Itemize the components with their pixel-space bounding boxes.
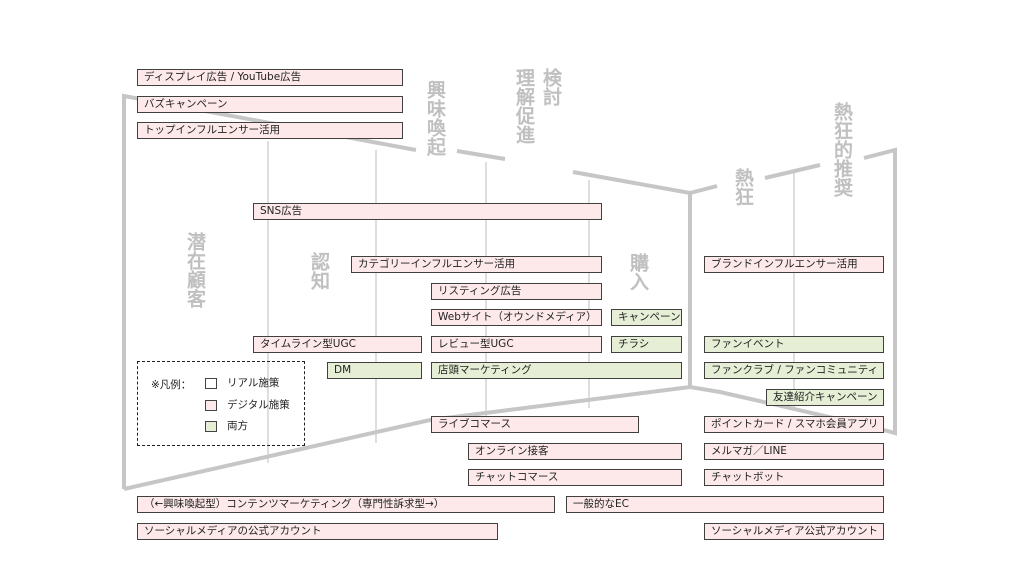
tactic-dm: DM [327, 362, 422, 379]
stage-label-interest: 興味喚起 [424, 80, 446, 156]
tactic-newsletter-line: メルマガ／LINE [704, 443, 884, 460]
legend-item-both: 両方 [205, 420, 248, 434]
tactic-chatbot: チャットボット [704, 469, 884, 486]
tactic-point-card-member-app: ポイントカード / スマホ会員アプリ [704, 416, 884, 433]
tactic-top-influencer: トップインフルエンサー活用 [137, 122, 403, 139]
tactic-social-media-account-loyalty: ソーシャルメディア公式アカウント [704, 523, 884, 540]
tactic-live-commerce: ライブコマース [431, 416, 639, 433]
funnel-top-segment-4 [764, 163, 821, 180]
tactic-listing-ads: リスティング広告 [431, 283, 602, 300]
tactic-chat-commerce: チャットコマース [468, 469, 682, 486]
tactic-brand-influencer: ブランドインフルエンサー活用 [704, 256, 884, 273]
legend-item-digital: デジタル施策 [205, 399, 290, 413]
legend-title: ※凡例： [151, 379, 192, 391]
tactic-campaign: キャンペーン [611, 309, 682, 326]
legend-label: デジタル施策 [227, 399, 290, 411]
tactic-fan-event: ファンイベント [704, 336, 884, 353]
tactic-referral-campaign: 友達紹介キャンペーン [766, 389, 884, 406]
tactic-in-store-marketing: 店頭マーケティング [431, 362, 682, 379]
funnel-top-segment-2 [456, 149, 506, 161]
tactic-general-ec: 一般的なEC [566, 496, 884, 513]
tactic-content-marketing: （←興味喚起型）コンテンツマーケティング（専門性訴求型→） [137, 496, 555, 513]
legend-swatch-digital [205, 399, 217, 411]
legend: ※凡例： リアル施策 デジタル施策 両方 [137, 361, 305, 446]
tactic-review-ugc: レビュー型UGC [431, 336, 602, 353]
tactic-buzz-campaign: バズキャンペーン [137, 96, 403, 113]
stage-label-purchase: 購入 [627, 253, 649, 291]
legend-label: 両方 [227, 420, 248, 432]
tactic-display-youtube-ads: ディスプレイ広告 / YouTube広告 [137, 69, 403, 86]
tactic-social-media-official-account: ソーシャルメディアの公式アカウント [137, 523, 498, 540]
tactic-category-influencer: カテゴリーインフルエンサー活用 [351, 256, 602, 273]
funnel-top-segment-3 [572, 170, 718, 196]
legend-item-real: リアル施策 [205, 377, 279, 391]
stage-label-enthusiasm: 熱狂 [732, 168, 754, 206]
tactic-sns-ads: SNS広告 [253, 203, 602, 220]
tactic-online-customer-service: オンライン接客 [468, 443, 682, 460]
stage-label-latent: 潜在顧客 [184, 232, 206, 308]
tactic-website-owned-media: Webサイト（オウンドメディア） [431, 309, 602, 326]
stage-label-understanding: 理解促進 [513, 68, 535, 144]
legend-label: リアル施策 [227, 377, 280, 389]
tactic-timeline-ugc: タイムライン型UGC [253, 336, 422, 353]
tactic-flyer: チラシ [611, 336, 682, 353]
tactic-fan-club-community: ファンクラブ / ファンコミュニティ [704, 362, 884, 379]
legend-swatch-both [205, 420, 217, 432]
legend-swatch-real [205, 377, 217, 389]
stage-label-consideration: 検討 [540, 68, 562, 106]
stage-label-advocacy: 熱狂的推奨 [831, 102, 853, 197]
stage-label-awareness: 認知 [308, 252, 330, 290]
